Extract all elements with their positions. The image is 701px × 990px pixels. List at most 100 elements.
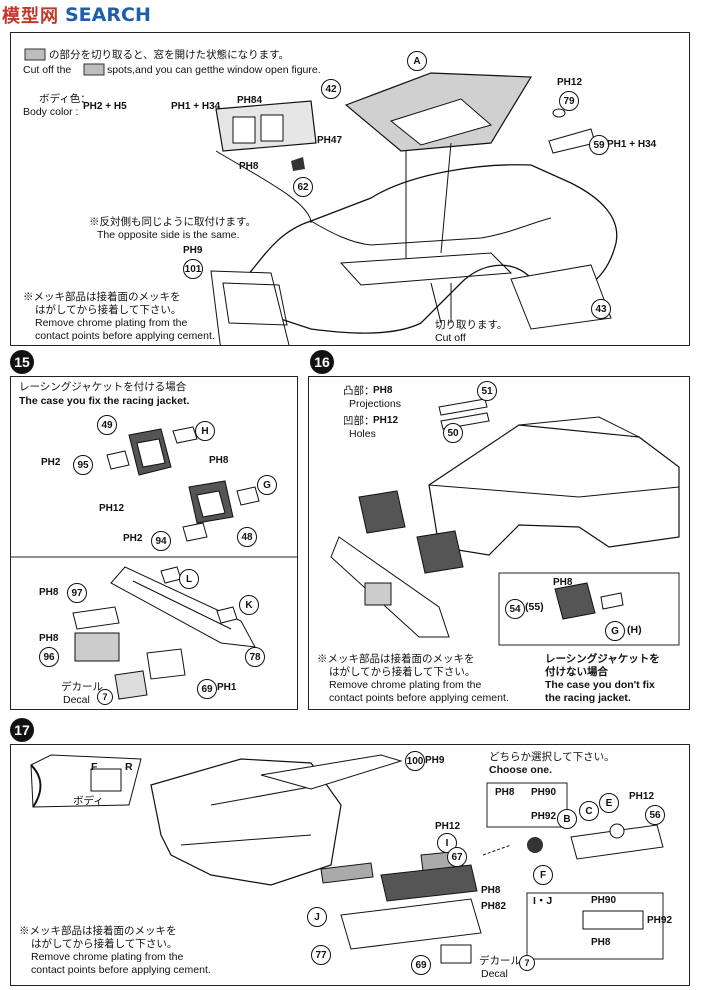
s15-part-K: K [239,595,259,615]
s15-part-97: 97 [67,583,87,603]
s16-holes-en: Holes [349,428,376,440]
s15-code-ph2-b: PH2 [123,533,143,544]
s16-nofix-jp-2: 付けない場合 [545,666,608,678]
chrome-note-en-1: Remove chrome plating from the [35,317,188,329]
s15-decal-jp: デカール [61,681,103,693]
cut-off-en: Cut off [435,332,466,344]
s17-code-ph92: PH92 [531,811,557,822]
s17-part-56: 56 [645,805,665,825]
top-assembly-panel: の部分を切り取ると、窓を開けた状態になります。 Cut off the spot… [10,32,690,346]
s17-chrome-en-2: contact points before applying cement. [31,964,211,976]
part-43: 43 [591,299,611,319]
s17-part-F: F [533,865,553,885]
s15-part-H: H [195,421,215,441]
s15-part-69: 69 [197,679,217,699]
watermark-logo: 模型网 [2,6,59,27]
s15-part-G: G [257,475,277,495]
s17-choose-jp: どちらか選択して下さい。 [489,751,615,763]
s16-chrome-jp-2: はがしてから接着して下さい。 [329,666,476,678]
s17-code-ph92-b: PH92 [647,915,673,926]
s15-code-ph12: PH12 [99,503,125,514]
s15-code-ph8-b: PH8 [39,633,59,644]
body-color-jp: ボディ色： [39,93,91,105]
s15-part-96: 96 [39,647,59,667]
s16-projections-code: PH8 [373,385,393,396]
s17-IJ-label: I・J [533,895,553,907]
opposite-side-en: The opposite side is the same. [97,229,240,241]
code-ph8: PH8 [239,161,259,172]
s15-part-7: 7 [97,689,113,705]
watermark-site: SEARCH [65,4,151,26]
s17-R: R [125,761,133,773]
part-101: 101 [183,259,203,279]
s17-part-E: E [599,793,619,813]
s17-chrome-en-1: Remove chrome plating from the [31,951,184,963]
step-15-illustration [11,426,297,700]
s15-title-jp: レーシングジャケットを付ける場合 [19,381,187,393]
window-cut-instruction-en-2: spots,and you can getthe window open fig… [107,64,321,76]
s16-nofix-jp-1: レーシングジャケットを [545,653,660,665]
s17-chrome-jp-1: ※メッキ部品は接着面のメッキを [19,925,177,937]
part-79: 79 [559,91,579,111]
s16-holes-code: PH12 [373,415,399,426]
s17-part-B: B [557,809,577,829]
part-62: 62 [293,177,313,197]
s17-part-69: 69 [411,955,431,975]
s17-part-7: 7 [519,955,535,971]
window-cut-instruction-en: Cut off the [23,64,72,76]
s15-code-ph1: PH1 [217,682,237,693]
s17-code-ph12-b: PH12 [629,791,655,802]
s17-body-jp: ボディ [73,795,104,807]
s16-projections-jp: 凸部： [343,385,375,397]
s15-part-L: L [179,569,199,589]
s17-code-ph8-b: PH8 [591,937,611,948]
code-ph12: PH12 [557,77,583,88]
cut-off-jp: 切り取ります。 [435,319,508,331]
s17-chrome-jp-2: はがしてから接着して下さい。 [31,938,178,950]
s16-part-H: (H) [627,624,642,636]
s16-chrome-en-1: Remove chrome plating from the [329,679,482,691]
s17-code-ph8-inset: PH8 [495,787,515,798]
s15-code-ph8: PH8 [209,455,229,466]
s15-part-49: 49 [97,415,117,435]
s17-part-C: C [579,801,599,821]
s17-code-ph8: PH8 [481,885,501,896]
s16-holes-jp: 凹部： [343,415,375,427]
chrome-note-en-2: contact points before applying cement. [35,330,215,342]
s17-code-ph82: PH82 [481,901,507,912]
step-15-panel: レーシングジャケットを付ける場合 The case you fix the ra… [10,376,298,710]
s16-part-55: (55) [525,601,544,613]
s17-decal-en: Decal [481,968,508,980]
window-cut-instruction-jp: の部分を切り取ると、窓を開けた状態になります。 [49,49,290,61]
step-16-badge: 16 [310,350,334,374]
step-17-illustration [30,754,664,964]
chrome-note-jp-1: ※メッキ部品は接着面のメッキを [23,291,181,303]
step-17-panel: F R ボディ 100 PH9 どちらか選択して下さい。 Choose one.… [10,744,690,986]
s16-chrome-en-2: contact points before applying cement. [329,692,509,704]
s15-part-78: 78 [245,647,265,667]
s17-code-ph90-b: PH90 [591,895,617,906]
s16-part-54: 54 [505,599,525,619]
step-16-illustration [330,398,680,646]
part-42: 42 [321,79,341,99]
step-17-badge: 17 [10,718,34,742]
s16-inset-ph8: PH8 [553,577,573,588]
s17-part-100: 100 [405,751,425,771]
s16-nofix-en-1: The case you don't fix [545,679,655,691]
code-ph1-h34-b: PH1 + H34 [607,139,657,150]
s16-part-G: G [605,621,625,641]
s15-title-en: The case you fix the racing jacket. [19,395,190,407]
s17-code-ph12: PH12 [435,821,461,832]
s15-part-95: 95 [73,455,93,475]
s17-F: F [91,761,98,773]
body-color-en: Body color : [23,106,79,118]
top-car-illustration [24,48,618,345]
part-59: 59 [589,135,609,155]
s17-part-J: J [307,907,327,927]
body-color-code: PH2 + H5 [83,101,127,112]
s17-code-ph9: PH9 [425,755,445,766]
code-ph1-h34-a: PH1 + H34 [171,101,221,112]
s16-nofix-en-2: the racing jacket. [545,692,631,704]
s17-part-77: 77 [311,945,331,965]
s17-decal-jp: デカール [479,955,521,967]
